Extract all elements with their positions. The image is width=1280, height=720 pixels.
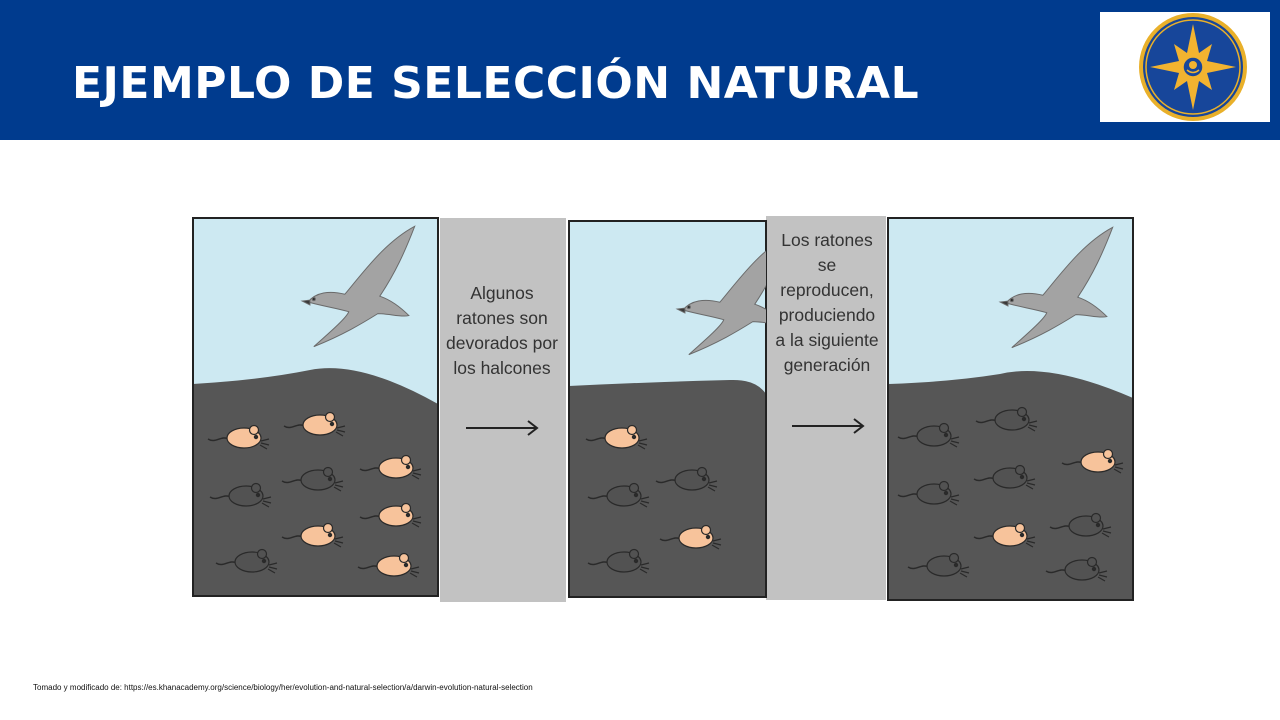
caption-line: los halcones bbox=[453, 358, 551, 378]
caption-line: reproducen, bbox=[780, 280, 874, 300]
panel-initial-population bbox=[192, 217, 439, 597]
caption-line: Algunos bbox=[470, 283, 534, 303]
compass-star-seal-icon bbox=[1139, 13, 1247, 121]
caption-line: generación bbox=[783, 355, 871, 375]
caption-line: a la siguiente bbox=[775, 330, 879, 350]
panel-next-generation bbox=[887, 217, 1134, 601]
caption-predation: Algunos ratones son devorados por los ha… bbox=[440, 281, 564, 381]
natural-selection-figure: Algunos ratones son devorados por los ha… bbox=[190, 214, 1142, 606]
natural-selection-illustration bbox=[192, 216, 1134, 602]
caption-line: ratones son bbox=[456, 308, 548, 328]
caption-line: Los ratones bbox=[781, 230, 873, 250]
title-bar: EJEMPLO DE SELECCIÓN NATURAL bbox=[0, 0, 1280, 140]
caption-line: se bbox=[817, 255, 837, 275]
caption-reproduction: Los ratones se reproducen, produciendo a… bbox=[768, 228, 886, 378]
gap-panel-1 bbox=[440, 218, 566, 602]
logo-box bbox=[1100, 12, 1270, 122]
panel-after-predation bbox=[568, 220, 767, 598]
arrow-2 bbox=[792, 418, 865, 434]
caption-line: devorados por bbox=[446, 333, 558, 353]
caption-line: produciendo bbox=[778, 305, 876, 325]
arrow-1 bbox=[466, 420, 539, 436]
source-citation: Tomado y modificado de: https://es.khana… bbox=[33, 683, 533, 692]
slide-title: EJEMPLO DE SELECCIÓN NATURAL bbox=[72, 58, 920, 109]
gap-panel-2 bbox=[766, 216, 886, 600]
